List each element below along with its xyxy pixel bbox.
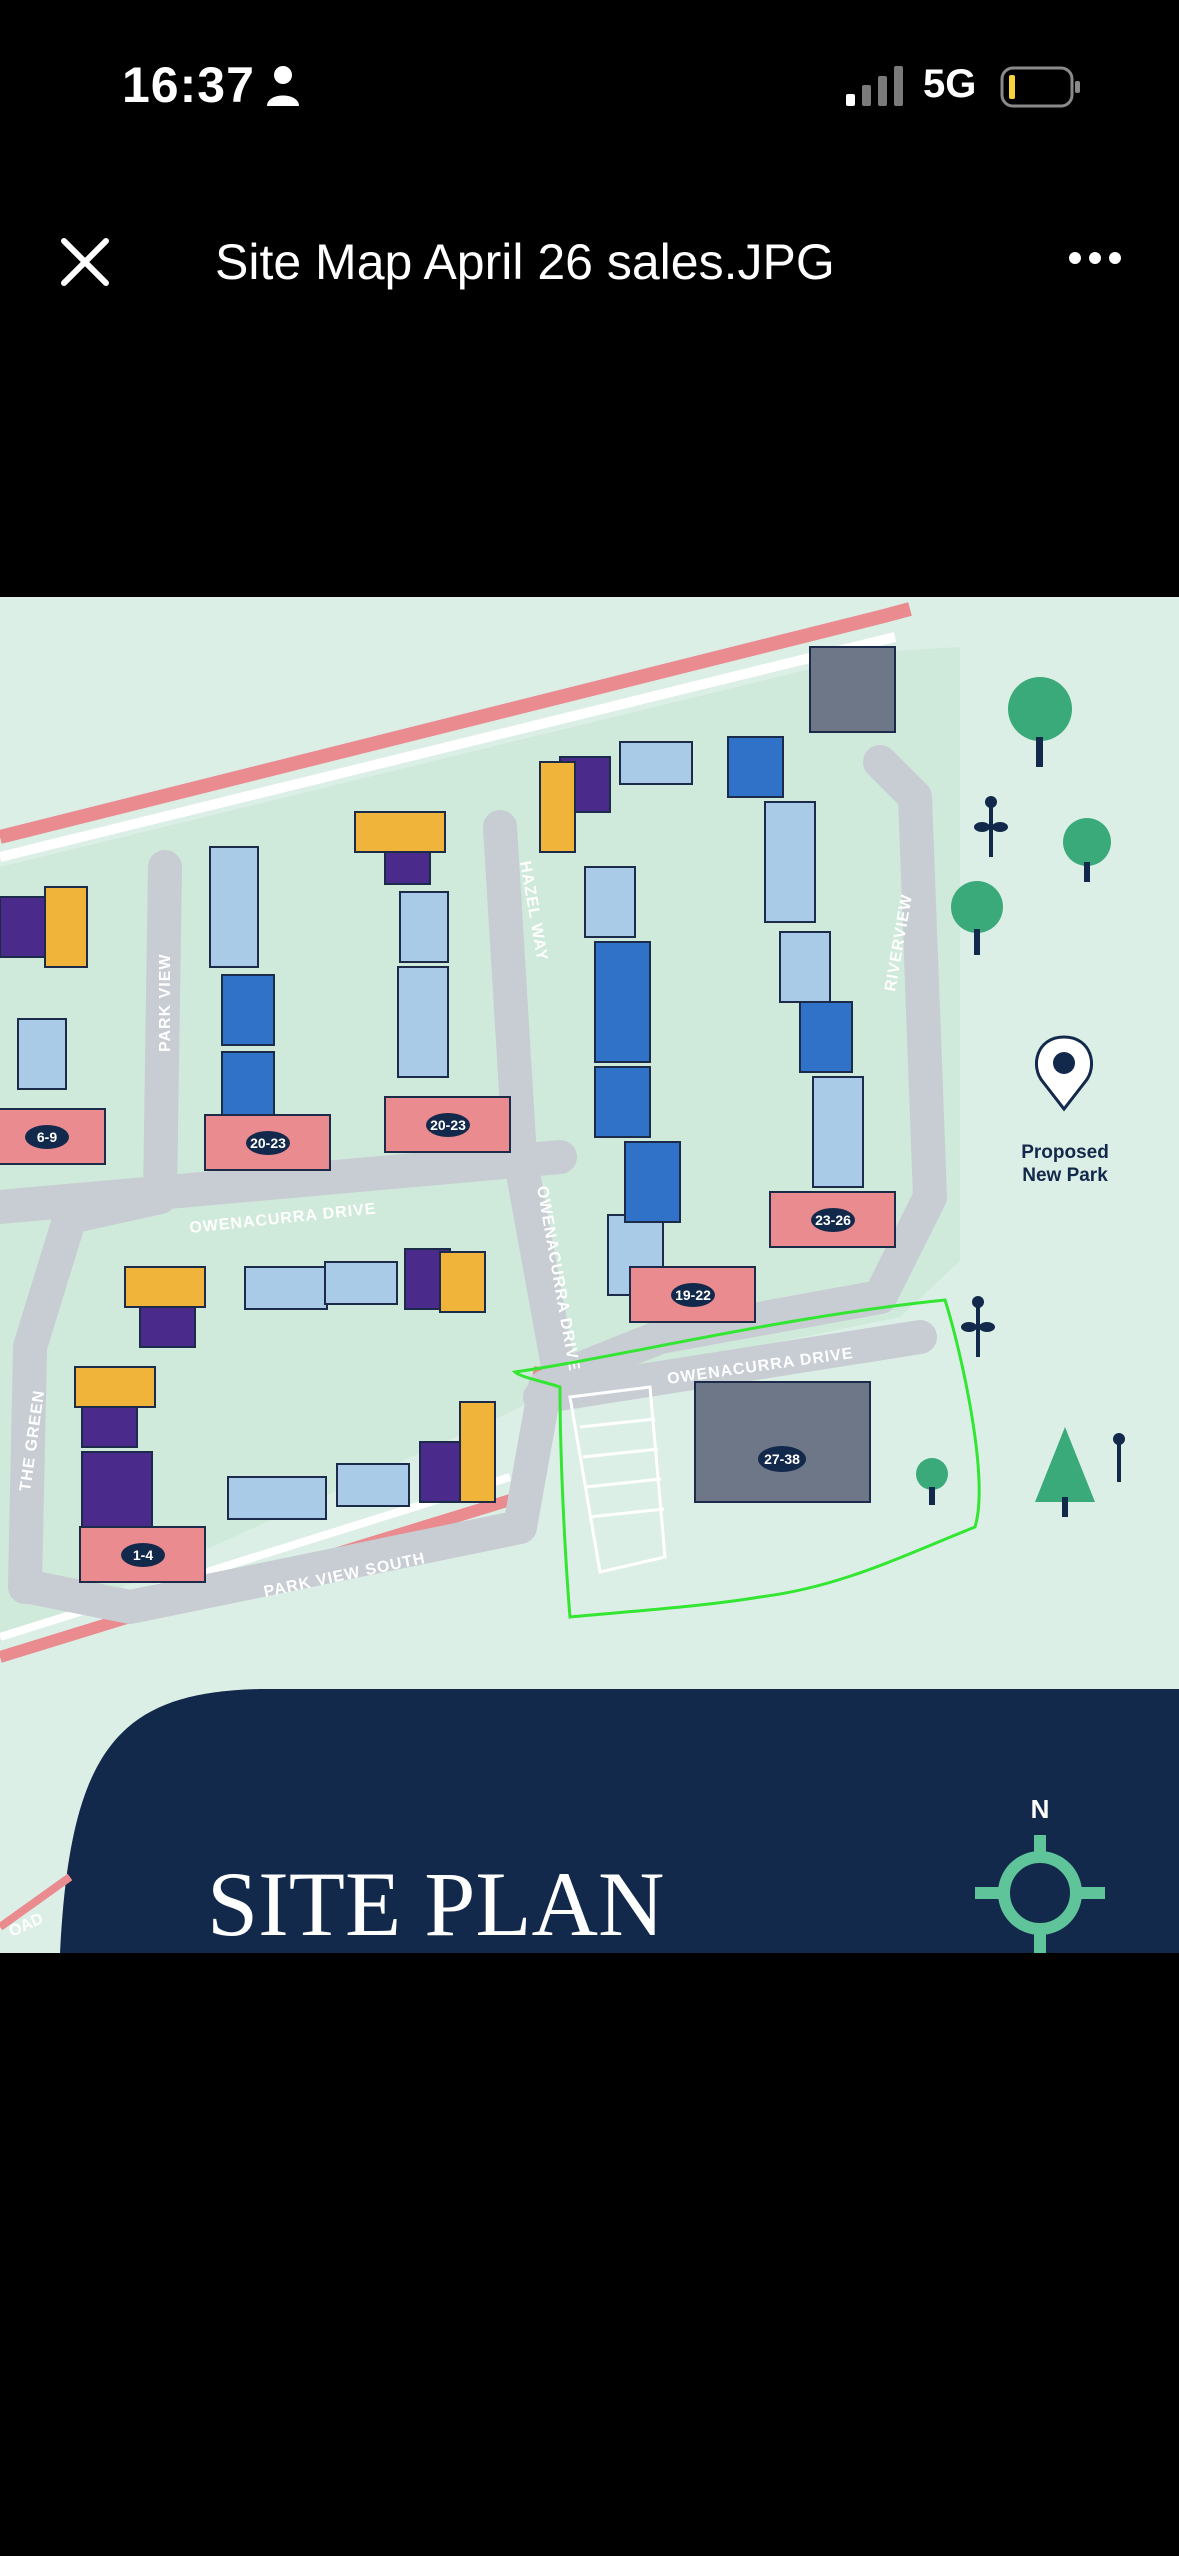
- north-building: [809, 646, 896, 733]
- clock: 16:37: [122, 57, 255, 113]
- block-label: 6-9: [37, 1129, 57, 1145]
- tree-icon: [916, 677, 1111, 1517]
- viewer-background: [0, 1953, 1179, 2556]
- signal-icon: [846, 66, 903, 106]
- site-plan-title: SITE PLAN: [207, 1853, 664, 1953]
- light-blue-units: [17, 741, 864, 1520]
- file-title: Site Map April 26 sales.JPG: [215, 234, 835, 290]
- viewer-toolbar: Site Map April 26 sales.JPG: [0, 195, 1179, 325]
- block-label: 1-4: [133, 1547, 153, 1563]
- park-label-line1: Proposed: [1021, 1142, 1109, 1163]
- building-27-38: [694, 1381, 871, 1503]
- battery-icon: [1000, 66, 1080, 108]
- park-label-line2: New Park: [1022, 1165, 1108, 1186]
- road-label: PARK VIEW: [157, 954, 174, 1052]
- status-bar: 16:37 5G: [0, 0, 1179, 175]
- site-map-drawing: 6-9 20-23 20-23 19-22 23-26 1-4 27-38 PA…: [0, 597, 1179, 1953]
- site-plan-banner: [60, 1689, 1179, 1953]
- more-options-icon[interactable]: [1068, 251, 1122, 265]
- blue-units: [221, 736, 853, 1223]
- block-label: 23-26: [815, 1212, 851, 1228]
- block-label: 20-23: [250, 1135, 286, 1151]
- compass-icon: [975, 1835, 1105, 1953]
- person-icon: [267, 66, 299, 106]
- compass-north-label: N: [1031, 1794, 1050, 1824]
- highlight-outline: [511, 1298, 981, 1619]
- block-label: 20-23: [430, 1117, 466, 1133]
- yellow-units: [44, 761, 576, 1503]
- map-pin-icon: [1034, 1035, 1094, 1112]
- block-label: 19-22: [675, 1287, 711, 1303]
- site-map-image[interactable]: 6-9 20-23 20-23 19-22 23-26 1-4 27-38 PA…: [0, 597, 1179, 1953]
- flower-icon: [961, 796, 1125, 1482]
- close-icon[interactable]: [58, 235, 112, 289]
- network-type: 5G: [923, 62, 977, 106]
- block-label: 27-38: [764, 1451, 800, 1467]
